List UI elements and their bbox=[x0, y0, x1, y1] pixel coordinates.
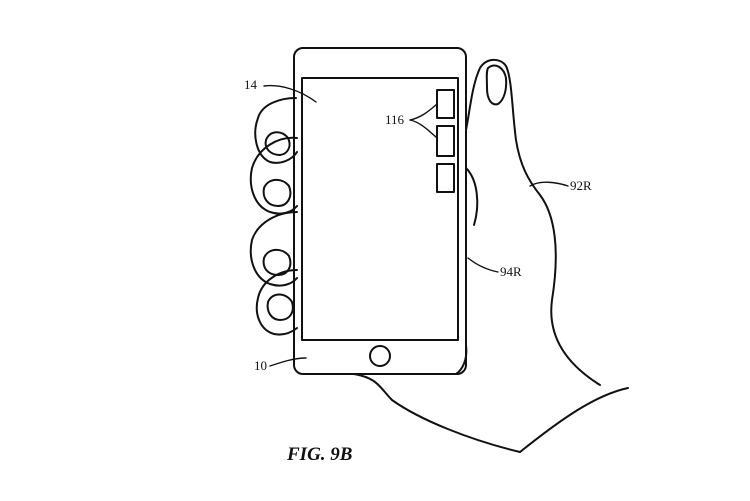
device-screen bbox=[301, 77, 459, 341]
finger-4 bbox=[255, 269, 298, 336]
label-14: 14 bbox=[244, 77, 258, 92]
leader-lines bbox=[263, 84, 569, 367]
leader-116-b bbox=[409, 119, 438, 139]
fingernail-3 bbox=[262, 248, 292, 276]
icon-116-b bbox=[436, 125, 455, 157]
leader-116-a bbox=[409, 103, 438, 121]
label-94r: 94R bbox=[500, 264, 522, 279]
home-button bbox=[369, 345, 391, 367]
device-body bbox=[293, 47, 467, 375]
fingernail-2 bbox=[262, 178, 292, 207]
fingernail-4 bbox=[266, 293, 294, 321]
leader-92r bbox=[529, 181, 569, 187]
thumb-outline bbox=[465, 58, 601, 386]
figure-caption: FIG. 9B bbox=[286, 444, 352, 465]
palm-edge bbox=[465, 167, 479, 226]
leader-10 bbox=[269, 357, 307, 367]
finger-3 bbox=[249, 211, 298, 287]
label-92r: 92R bbox=[570, 178, 592, 193]
device-10 bbox=[293, 47, 467, 375]
fingers bbox=[249, 97, 298, 336]
leader-94r bbox=[467, 257, 499, 273]
finger-1 bbox=[254, 97, 298, 164]
wrist-line bbox=[519, 387, 629, 453]
icon-116-a bbox=[436, 89, 455, 119]
label-116: 116 bbox=[385, 112, 405, 127]
thumbnail bbox=[485, 64, 508, 106]
icon-116-c bbox=[436, 163, 455, 193]
palm-bottom bbox=[353, 373, 521, 453]
leader-14 bbox=[263, 84, 317, 103]
fingernail-1 bbox=[264, 131, 291, 156]
label-10: 10 bbox=[254, 358, 267, 373]
